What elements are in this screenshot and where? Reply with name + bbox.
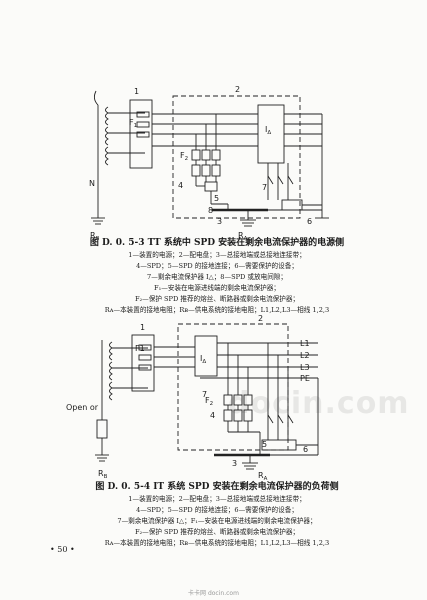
fig2-label-RB: RB: [98, 469, 108, 480]
figure2-caption: 图 D. 0. 5-4 IT 系统 SPD 安装在剩余电流保护器的负荷侧 1—装…: [52, 482, 382, 549]
figure1-legend-line: Rᴀ—本装置的接地电阻；Rʙ—供电系统的接地电阻；L1,L2,L3—相线 1,2…: [104, 306, 330, 314]
figure2-title: 图 D. 0. 5-4 IT 系统 SPD 安装在剩余电流保护器的负荷侧: [95, 482, 339, 492]
fig1-label-7: 7: [262, 183, 267, 192]
fig1-label-RA: RA: [238, 231, 248, 242]
figure1-legend-line: 4—SPD；5—SPD 的接地连接；6—需要保护的设备；: [136, 262, 298, 270]
fig2-label-L2: L2: [300, 351, 310, 360]
page-footer: 卡卡网 docin.com: [188, 590, 239, 597]
figure2-legend-line: Rᴀ—本装置的接地电阻；Rʙ—供电系统的接地电阻；L1,L2,L3—相线 1,2…: [104, 539, 330, 547]
fig2-label-F1: F1: [135, 344, 145, 353]
fig2-label-RA: RA: [258, 471, 268, 482]
fig1-label-5: 5: [214, 194, 219, 203]
fig1-label-RB: RB: [90, 231, 100, 242]
figure2-legend-line: 1—装置的电源；2—配电盘；3—总接地端或总接地连接带；: [128, 495, 306, 503]
fig1-label-6: 6: [307, 217, 312, 226]
fig2-label-6: 6: [303, 445, 308, 454]
figure1-diagram: [91, 90, 329, 227]
page-number: • 50 •: [50, 545, 75, 554]
watermark: docin.com: [228, 386, 410, 421]
figure1-legend-line: F₂—保护 SPD 推荐的熔丝、断路器或剩余电流保护器；: [134, 295, 300, 303]
figure1-caption: 图 D. 0. 5-3 TT 系统中 SPD 安装在剩余电流保护器的电源侧 1—…: [52, 238, 382, 316]
figure2-legend-line: 4—SPD；5—SPD 的接地连接；6—需要保护的设备；: [136, 506, 298, 514]
fig2-label-5: 5: [262, 440, 267, 449]
fig1-label-IA: IΔ: [265, 125, 271, 136]
fig1-label-4: 4: [178, 181, 183, 190]
figure2-diagram: [95, 323, 319, 470]
fig2-label-1: 1: [140, 323, 145, 332]
fig1-label-N: N: [89, 179, 95, 188]
fig2-label-open: Open or: [66, 403, 99, 412]
fig2-label-F2: F2: [205, 396, 213, 407]
fig2-label-7: 7: [202, 390, 207, 399]
fig2-label-3: 3: [232, 459, 237, 468]
fig2-label-L1: L1: [300, 339, 310, 348]
figure1-legend-line: 7—剩余电流保护器 I△；8—SPD 或放电间隙；: [147, 273, 287, 281]
fig1-label-1: 1: [134, 87, 139, 96]
figure1-title: 图 D. 0. 5-3 TT 系统中 SPD 安装在剩余电流保护器的电源侧: [89, 238, 345, 248]
fig1-label-3: 3: [217, 217, 222, 226]
fig1-label-2: 2: [235, 85, 240, 94]
figure1-legend-line: F₁—安装在电源进线端的剩余电流保护器；: [154, 284, 280, 292]
fig1-label-F1: F1: [129, 118, 137, 129]
figure2-legend-line: 7—剩余电流保护器 I△；F₁—安装在电源进线端的剩余电流保护器；: [117, 517, 317, 525]
fig2-label-IA: IΔ: [200, 354, 206, 365]
fig1-label-8: 8: [208, 206, 213, 215]
fig2-label-PE: PE: [300, 374, 310, 383]
figure2-legend-line: F₂—保护 SPD 推荐的熔丝、断路器或剩余电流保护器；: [134, 528, 300, 536]
fig2-label-2: 2: [258, 314, 263, 323]
fig1-label-F2: F2: [180, 151, 188, 162]
figure1-legend-line: 1—装置的电源；2—配电盘；3—总接地端或总接地连接带；: [128, 251, 306, 259]
fig2-label-4: 4: [210, 411, 215, 420]
fig2-label-L3: L3: [300, 363, 310, 372]
